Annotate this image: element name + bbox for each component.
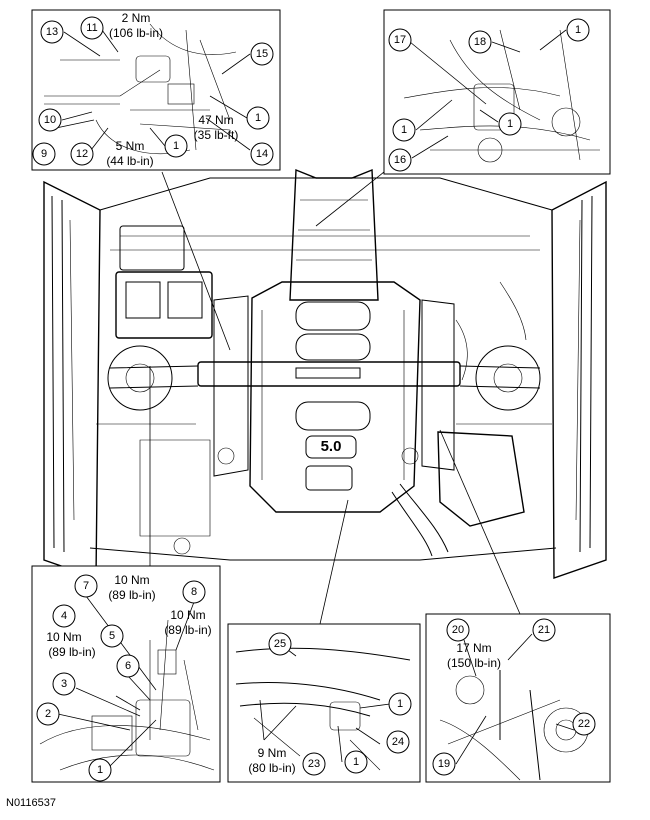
leader-lines bbox=[149, 171, 521, 625]
callout-1-bc-top: 1 bbox=[388, 692, 412, 716]
svg-text:16: 16 bbox=[394, 154, 406, 166]
svg-text:19: 19 bbox=[438, 758, 450, 770]
torque-89lbin-bl-a: (89 lb-in) bbox=[108, 588, 155, 602]
torque-10nm-bl-b: 10 Nm bbox=[170, 608, 205, 622]
svg-text:17: 17 bbox=[394, 34, 406, 46]
callout-23: 23 bbox=[302, 752, 326, 776]
torque-2nm: 2 Nm bbox=[122, 11, 151, 25]
torque-106lbin: (106 lb-in) bbox=[109, 26, 163, 40]
svg-text:18: 18 bbox=[474, 36, 486, 48]
inset-bottom-center bbox=[227, 623, 421, 783]
callout-5: 5 bbox=[100, 624, 124, 648]
callout-16: 16 bbox=[388, 148, 412, 172]
svg-text:14: 14 bbox=[256, 148, 268, 160]
main-engine-illustration: 5.0 bbox=[43, 168, 607, 579]
svg-text:1: 1 bbox=[401, 124, 407, 136]
torque-44lbin: (44 lb-in) bbox=[106, 154, 153, 168]
callout-4: 4 bbox=[52, 604, 76, 628]
callout-6: 6 bbox=[116, 654, 140, 678]
svg-text:4: 4 bbox=[61, 610, 67, 622]
svg-text:24: 24 bbox=[392, 736, 404, 748]
svg-text:15: 15 bbox=[256, 48, 268, 60]
callout-1-tr-top: 1 bbox=[566, 18, 590, 42]
torque-89lbin-bl-b: (89 lb-in) bbox=[164, 623, 211, 637]
svg-text:1: 1 bbox=[173, 140, 179, 152]
svg-text:7: 7 bbox=[83, 580, 89, 592]
callout-18: 18 bbox=[468, 30, 492, 54]
callout-1-tl-right: 1 bbox=[246, 106, 270, 130]
svg-text:2: 2 bbox=[45, 708, 51, 720]
svg-text:1: 1 bbox=[507, 118, 513, 130]
svg-text:1: 1 bbox=[97, 764, 103, 776]
callout-15: 15 bbox=[250, 42, 274, 66]
callout-21: 21 bbox=[532, 618, 556, 642]
callout-3: 3 bbox=[52, 672, 76, 696]
svg-text:6: 6 bbox=[125, 660, 131, 672]
callout-7: 7 bbox=[74, 574, 98, 598]
callout-11: 11 bbox=[80, 16, 104, 40]
figure-id: N0116537 bbox=[6, 797, 56, 809]
callout-13: 13 bbox=[40, 20, 64, 44]
torque-10nm-bl-c: 10 Nm bbox=[46, 630, 81, 644]
torque-35lbft: (35 lb-ft) bbox=[194, 128, 239, 142]
callout-1-tl-center: 1 bbox=[164, 134, 188, 158]
svg-text:21: 21 bbox=[538, 624, 550, 636]
inset-bottom-right bbox=[425, 613, 611, 783]
inset-top-left bbox=[31, 9, 281, 171]
svg-text:1: 1 bbox=[353, 756, 359, 768]
svg-text:10: 10 bbox=[44, 114, 56, 126]
callout-20: 20 bbox=[446, 618, 470, 642]
torque-80lbin: (80 lb-in) bbox=[248, 761, 295, 775]
callout-22: 22 bbox=[572, 712, 596, 736]
callout-12: 12 bbox=[70, 142, 94, 166]
callout-14: 14 bbox=[250, 142, 274, 166]
torque-5nm: 5 Nm bbox=[116, 139, 145, 153]
svg-text:1: 1 bbox=[397, 698, 403, 710]
torque-9nm: 9 Nm bbox=[258, 746, 287, 760]
svg-text:3: 3 bbox=[61, 678, 67, 690]
svg-text:13: 13 bbox=[46, 26, 58, 38]
callout-10: 10 bbox=[38, 108, 62, 132]
svg-text:5: 5 bbox=[109, 630, 115, 642]
callouts: 13 11 15 1 10 9 12 1 14 17 18 1 1 1 16 7… bbox=[32, 16, 596, 782]
svg-text:1: 1 bbox=[575, 24, 581, 36]
svg-text:22: 22 bbox=[578, 718, 590, 730]
callout-25: 25 bbox=[268, 632, 292, 656]
torque-17nm: 17 Nm bbox=[456, 641, 491, 655]
callout-1-bc-bottom: 1 bbox=[344, 750, 368, 774]
torque-89lbin-bl-c: (89 lb-in) bbox=[48, 645, 95, 659]
torque-150lbin: (150 lb-in) bbox=[447, 656, 501, 670]
svg-text:20: 20 bbox=[452, 624, 464, 636]
callout-19: 19 bbox=[432, 752, 456, 776]
torque-10nm-bl-a: 10 Nm bbox=[114, 573, 149, 587]
svg-text:23: 23 bbox=[308, 758, 320, 770]
svg-text:1: 1 bbox=[255, 112, 261, 124]
callout-17: 17 bbox=[388, 28, 412, 52]
callout-24: 24 bbox=[386, 730, 410, 754]
torque-47nm: 47 Nm bbox=[198, 113, 233, 127]
svg-text:12: 12 bbox=[76, 148, 88, 160]
callout-9: 9 bbox=[32, 142, 56, 166]
svg-text:11: 11 bbox=[86, 22, 97, 34]
callout-1-tr-left: 1 bbox=[392, 118, 416, 142]
svg-text:25: 25 bbox=[274, 638, 286, 650]
engine-badge: 5.0 bbox=[321, 438, 342, 455]
callout-1-tr-center: 1 bbox=[498, 112, 522, 136]
svg-text:9: 9 bbox=[41, 148, 47, 160]
callout-2: 2 bbox=[36, 702, 60, 726]
callout-8: 8 bbox=[182, 580, 206, 604]
torque-labels: 2 Nm (106 lb-in) 5 Nm (44 lb-in) 47 Nm (… bbox=[46, 11, 501, 775]
callout-1-bl: 1 bbox=[88, 758, 112, 782]
svg-text:8: 8 bbox=[191, 586, 197, 598]
